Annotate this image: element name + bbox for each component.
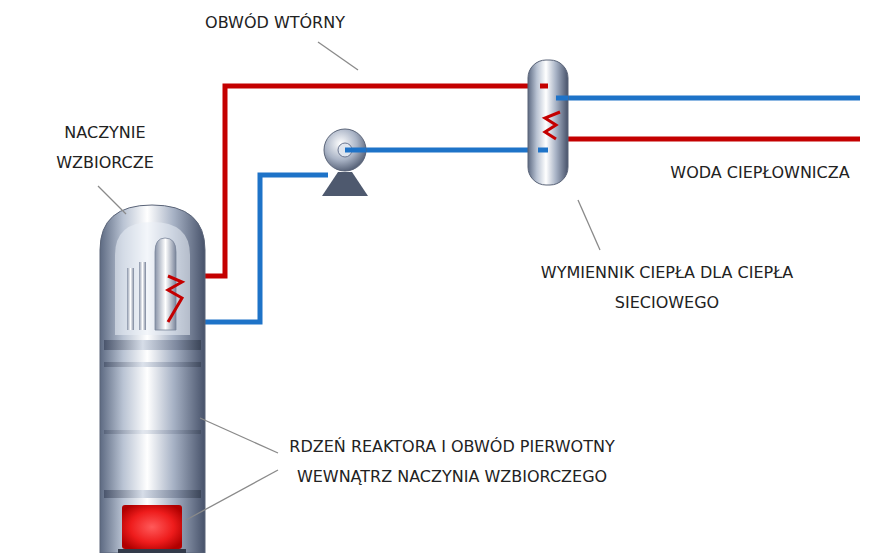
pressure-vessel	[100, 205, 205, 553]
secondary-pipes	[165, 86, 860, 322]
callout-label: WODA CIEPŁOWNICZA	[640, 158, 880, 188]
callout-label: RDZEŃ REAKTORA I OBWÓD PIERWOTNY WEWNĄTR…	[282, 432, 622, 492]
heat-exchanger	[528, 60, 568, 185]
callout-label: WYMIENNIK CIEPŁA DLA CIEPŁA SIECIOWEGO	[522, 258, 812, 318]
callout-label: OBWÓD WTÓRNY	[190, 8, 360, 38]
pump	[322, 129, 368, 196]
reactor-core	[122, 505, 182, 549]
callout-label: NACZYNIE WZBIORCZE	[25, 118, 185, 178]
